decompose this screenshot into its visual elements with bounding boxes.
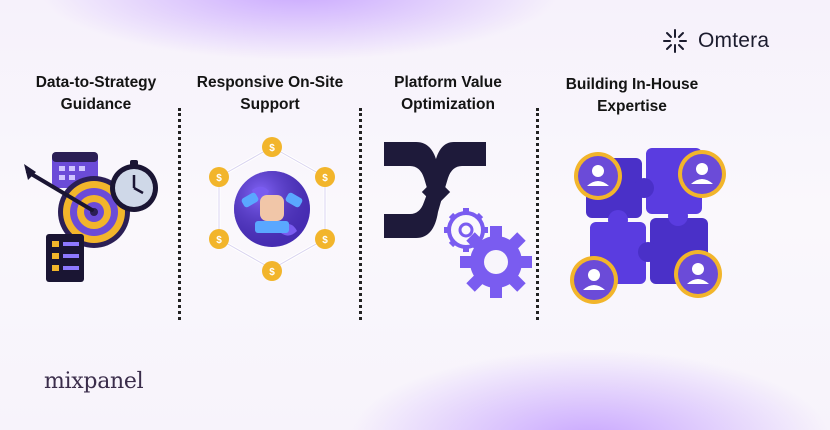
globe-support-icon: $ $ $ $ $ $ xyxy=(209,137,335,281)
svg-text:$: $ xyxy=(216,173,222,184)
title-line: Building In-House xyxy=(565,76,699,93)
brand-logo: Omtera xyxy=(662,28,769,54)
svg-text:$: $ xyxy=(269,267,275,278)
svg-text:$: $ xyxy=(322,173,328,184)
svg-text:$: $ xyxy=(322,235,328,246)
title-line: Support xyxy=(240,96,300,113)
puzzle-team-icon xyxy=(570,148,726,304)
column-title-strategy: Data-to-Strategy Guidance xyxy=(18,72,174,116)
title-line: Responsive On-Site xyxy=(196,74,344,91)
platform-gear-icon xyxy=(384,142,532,298)
svg-text:$: $ xyxy=(216,235,222,246)
title-line: Guidance xyxy=(60,96,132,113)
avatar-group xyxy=(570,150,726,304)
column-title-expertise: Building In-House Expertise xyxy=(548,74,716,118)
title-line: Platform Value xyxy=(394,74,502,91)
mixpanel-logo: mixpanel xyxy=(44,369,144,394)
column-divider xyxy=(536,108,539,320)
brand-name: Omtera xyxy=(698,29,770,52)
column-divider xyxy=(359,108,362,320)
title-line: Data-to-Strategy xyxy=(35,74,157,91)
sparkle-icon xyxy=(663,29,687,53)
column-title-support: Responsive On-Site Support xyxy=(184,72,356,116)
title-line: Expertise xyxy=(597,98,667,115)
svg-text:$: $ xyxy=(269,143,275,154)
column-title-optimization: Platform Value Optimization xyxy=(374,72,522,116)
column-divider xyxy=(178,108,181,320)
title-line: Optimization xyxy=(401,96,495,113)
target-strategy-icon xyxy=(24,152,158,282)
